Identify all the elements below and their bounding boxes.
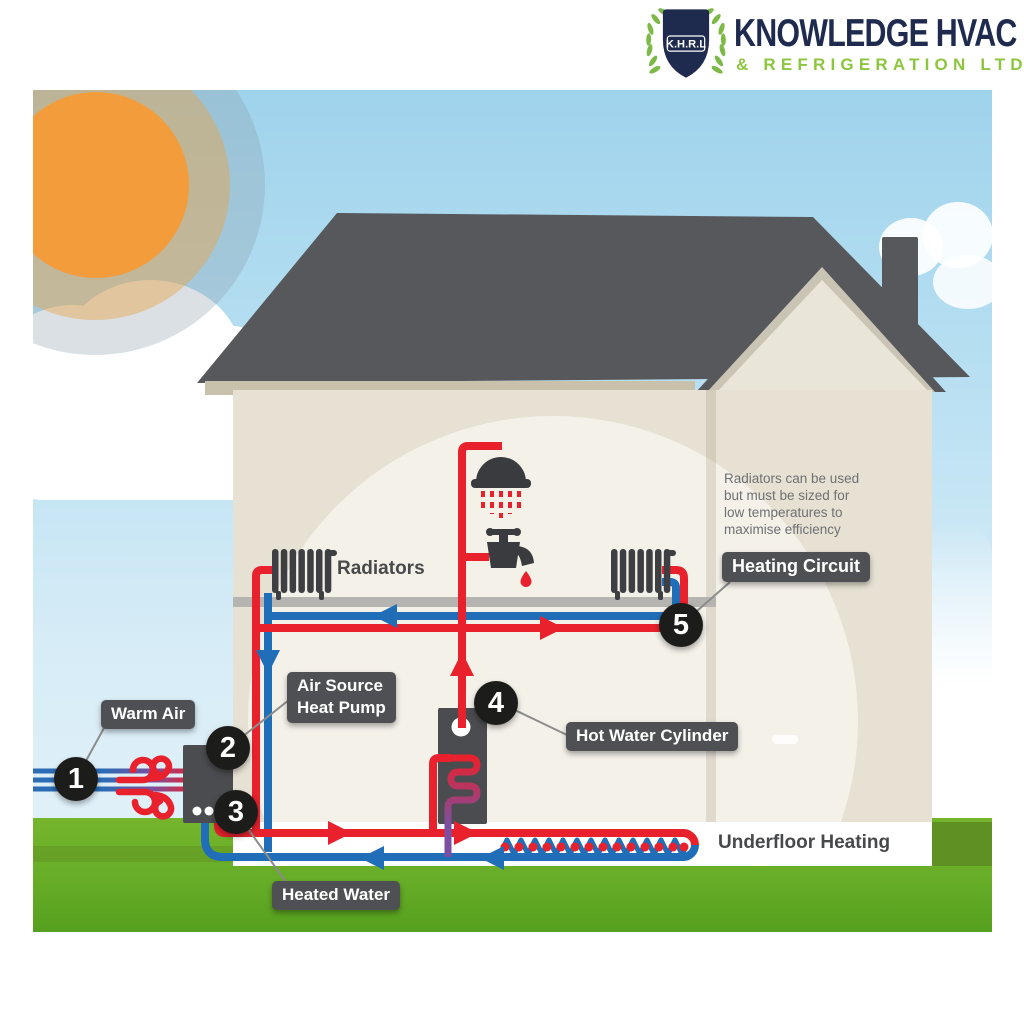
chimney: [882, 237, 918, 330]
logo-subtitle: & REFRIGERATION LTD: [736, 55, 1024, 74]
arrow-left-icon: [480, 846, 504, 870]
step-marker-4: 4: [474, 681, 518, 725]
step-marker-3: 3: [214, 790, 258, 834]
logo-shield-icon: K.H.R.L: [646, 8, 726, 78]
arrow-right-icon: [328, 821, 352, 845]
arrow-right-icon: [454, 821, 478, 845]
radiator-icon: [611, 549, 676, 600]
cloud: [933, 255, 992, 309]
underfloor-heating-caption: Underfloor Heating: [718, 832, 891, 853]
underfloor-heating-coil: [497, 837, 689, 857]
hot-pipes: [214, 442, 699, 846]
hot-water-cylinder-label: Hot Water Cylinder: [566, 722, 739, 751]
arrow-down-icon: [256, 650, 280, 674]
arrow-left-icon: [373, 604, 397, 628]
heat-pump-diagram: Warm Air Air Source Heat Pump Heated Wat…: [33, 90, 992, 932]
radiator-icon: [272, 549, 337, 600]
upper-floor-line: [233, 597, 716, 607]
heating-circuit-label: Heating Circuit: [722, 552, 871, 583]
cloud: [921, 520, 992, 820]
company-logo: K.H.R.L KNOWLEDGE HVAC & REFRIGERATION L…: [630, 4, 1024, 86]
scene-graphics: [33, 213, 992, 932]
shower-icon: [471, 457, 531, 518]
step-marker-2: 2: [206, 726, 250, 770]
warm-air-label: Warm Air: [101, 700, 196, 729]
step-marker-5: 5: [659, 603, 703, 647]
logo-title: KNOWLEDGE HVAC: [734, 12, 1017, 55]
flow-arrows: [256, 604, 564, 870]
laurel-wreath-icon: [646, 8, 726, 74]
cylinder-coil: [444, 754, 481, 857]
arrow-left-icon: [360, 846, 384, 870]
shield-shape: [662, 9, 710, 78]
gable-face: [717, 280, 929, 392]
house: [197, 213, 970, 866]
air-source-heat-pump-label: Air Source Heat Pump: [287, 672, 396, 723]
radiators-caption: Radiators: [337, 558, 425, 579]
radiator-sizing-note: Radiators can be used but must be sized …: [724, 471, 860, 537]
cold-pipes: [201, 578, 699, 861]
heated-water-label: Heated Water: [272, 881, 401, 910]
tap-icon: [486, 528, 534, 587]
shield-text: K.H.R.L: [666, 39, 706, 51]
arrow-right-icon: [540, 616, 564, 640]
step-marker-1: 1: [54, 757, 98, 801]
warm-air-swirl-icon: [115, 755, 175, 820]
arrow-up-icon: [450, 652, 474, 676]
